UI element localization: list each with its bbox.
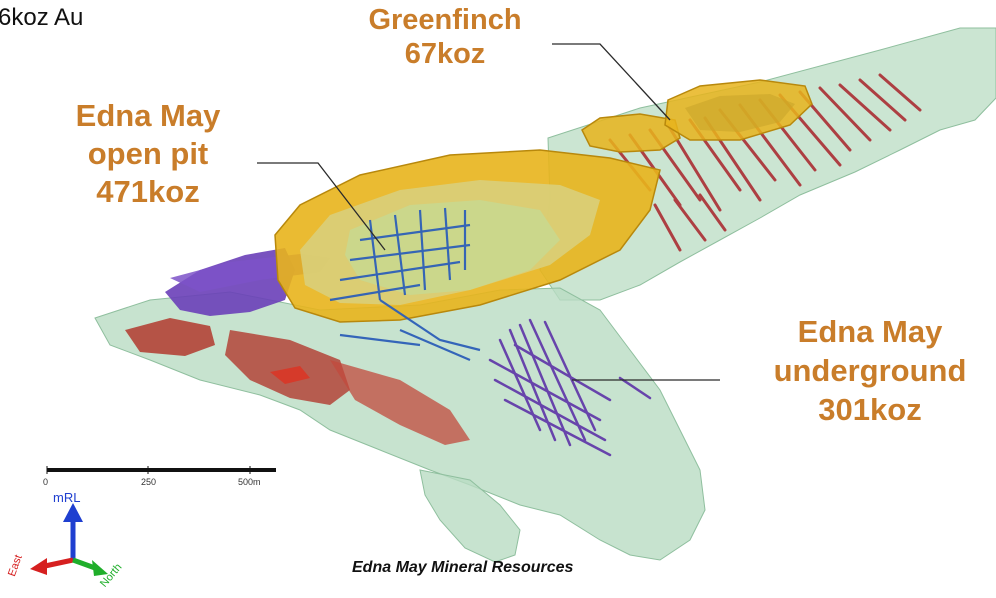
underground-label: Edna May underground 301koz [760, 313, 980, 429]
figure-caption: Edna May Mineral Resources [352, 559, 573, 577]
total-resource-text: 6koz Au [0, 4, 83, 32]
scale-bar [47, 466, 276, 474]
underground-koz: 301koz [760, 391, 980, 430]
open-pit-type: open pit [48, 135, 248, 173]
greenfinch-label: Greenfinch 67koz [338, 3, 552, 71]
scale-tick-500m: 500m [238, 477, 261, 487]
east-axis [45, 560, 73, 566]
open-pit-koz: 471koz [48, 173, 248, 211]
greenfinch-name: Greenfinch [338, 3, 552, 37]
east-arrow [30, 558, 47, 575]
north-axis [73, 560, 95, 568]
open-pit-label: Edna May open pit 471koz [48, 97, 248, 211]
scale-tick-250: 250 [141, 477, 156, 487]
underground-type: underground [760, 352, 980, 391]
up-arrow [63, 503, 83, 522]
scale-tick-0: 0 [43, 477, 48, 487]
underground-name: Edna May [760, 313, 980, 352]
axis-label-mrl: mRL [53, 490, 80, 505]
greenfinch-koz: 67koz [338, 37, 552, 71]
axis-triad [30, 503, 108, 576]
open-pit-name: Edna May [48, 97, 248, 135]
